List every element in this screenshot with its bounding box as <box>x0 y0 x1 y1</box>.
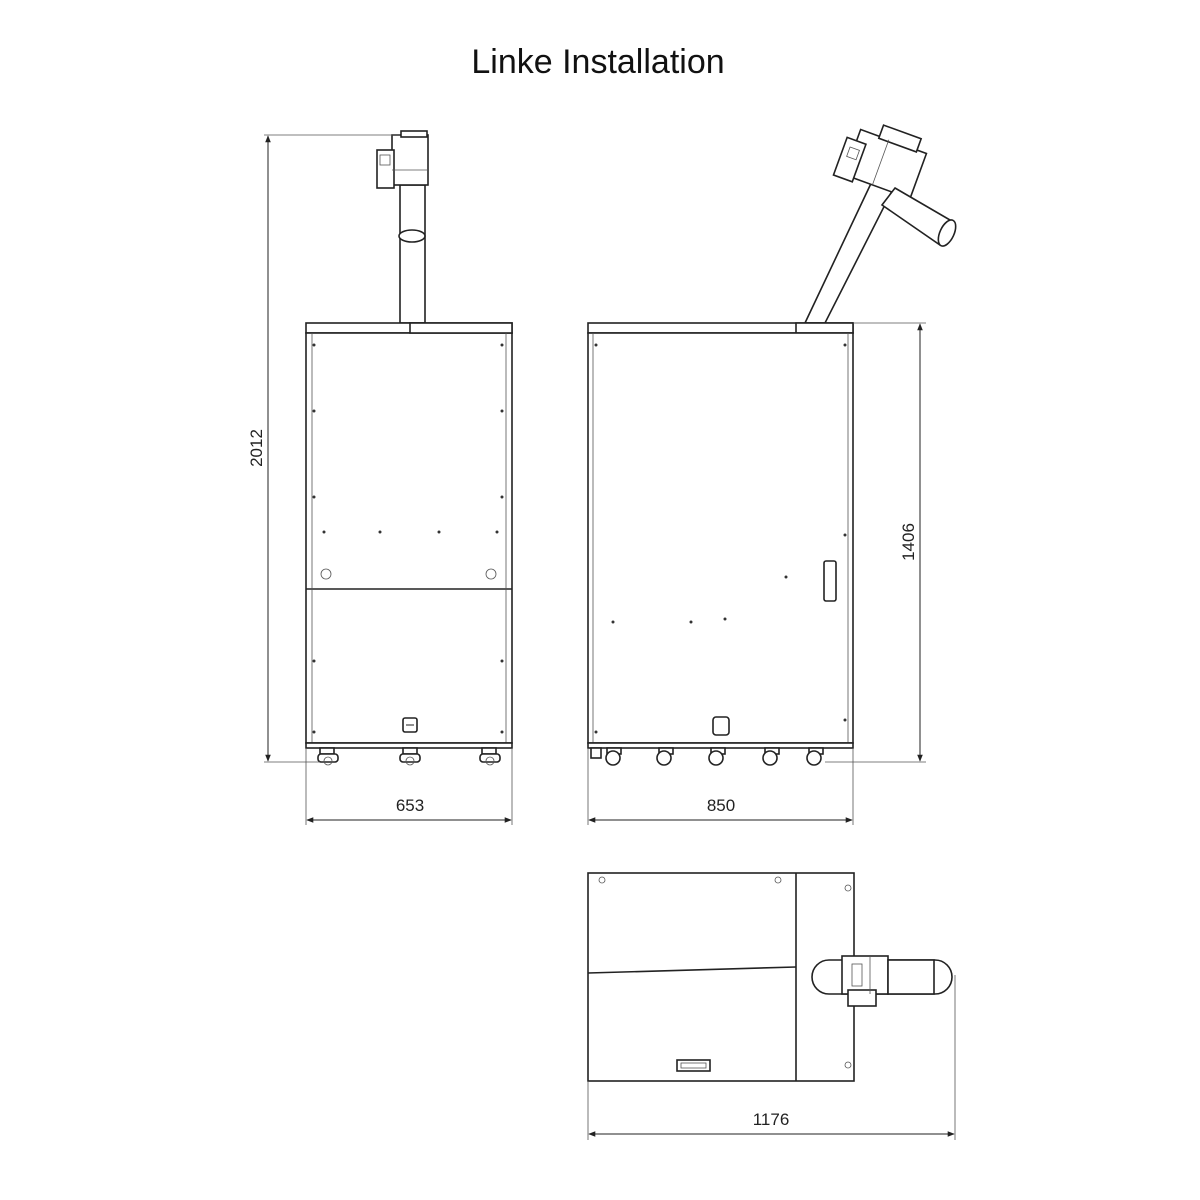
top-conveyor <box>811 955 953 1007</box>
page-title: Linke Installation <box>471 43 724 81</box>
front-view: 2012 653 <box>247 130 513 825</box>
front-pipe-opening <box>398 229 426 243</box>
side-door-handle <box>823 560 837 602</box>
side-height-label: 1406 <box>899 523 918 561</box>
top-width-label: 1176 <box>753 1110 790 1129</box>
front-motor-head <box>376 130 429 189</box>
side-handle <box>712 716 730 736</box>
front-conveyor-pipe <box>399 184 426 324</box>
front-height-label: 2012 <box>247 429 266 467</box>
side-castors <box>590 747 824 766</box>
front-castors <box>317 747 501 766</box>
side-view: 1406 850 <box>587 124 957 825</box>
front-cabinet-body <box>305 332 513 744</box>
top-view: 1176 <box>587 872 956 1140</box>
front-width-label: 653 <box>396 796 424 815</box>
side-conveyor-pipe <box>803 173 897 324</box>
side-cabinet-body <box>587 332 854 744</box>
side-motor-head <box>832 124 928 200</box>
top-cabinet-outline <box>587 872 855 1082</box>
side-width-label: 850 <box>707 796 735 815</box>
top-handle <box>676 1059 711 1072</box>
